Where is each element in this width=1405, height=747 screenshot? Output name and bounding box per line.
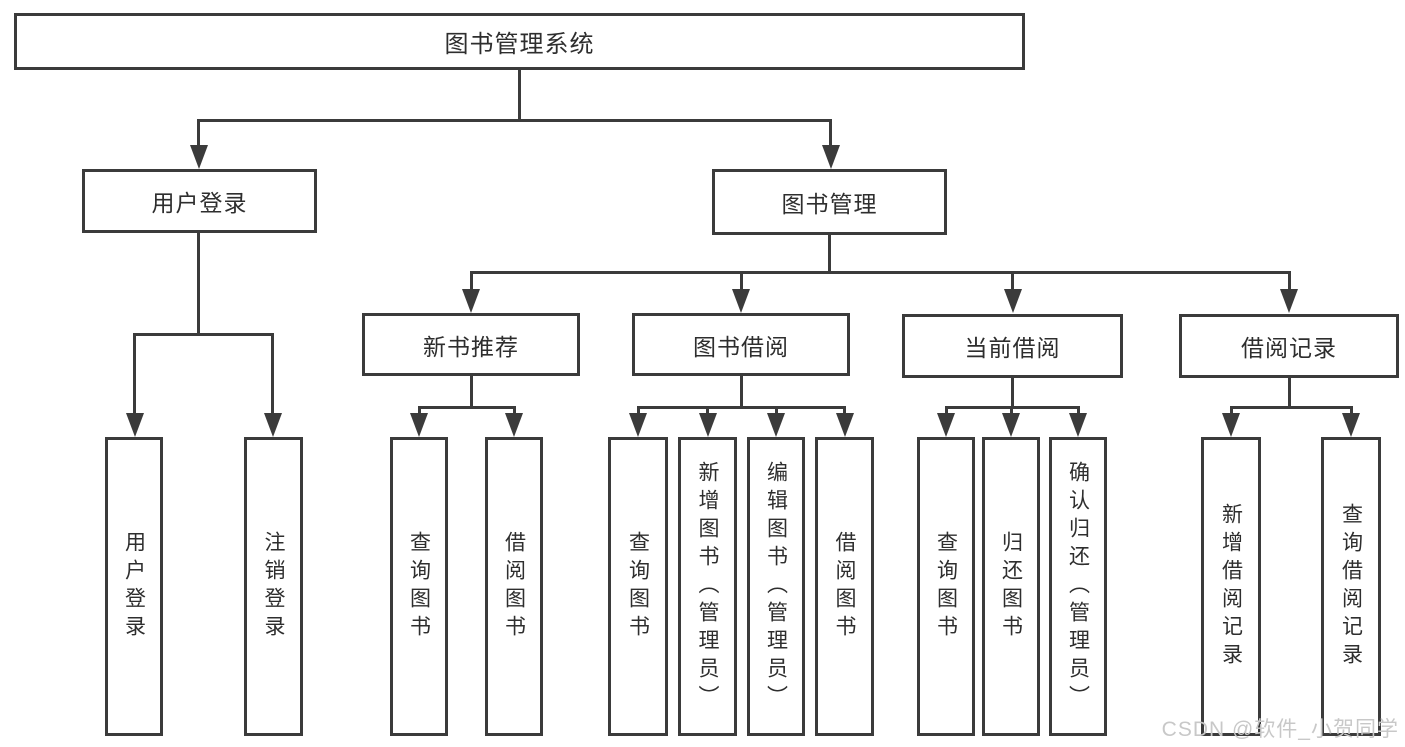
connector-line — [636, 406, 640, 416]
connector-line — [636, 406, 846, 409]
connector-line — [706, 406, 709, 416]
connector-line — [197, 119, 832, 122]
leaf-br-query-borrow-record-label: 查询借阅记录 — [1339, 502, 1363, 671]
arrow-down-icon — [1002, 413, 1020, 437]
leaf-br-add-borrow-record: 新增借阅记录 — [1201, 437, 1261, 736]
connector-line — [1287, 377, 1291, 408]
leaf-nb-borrow-books: 借阅图书 — [485, 437, 543, 736]
connector-line — [417, 406, 421, 416]
arrow-down-icon — [125, 413, 144, 437]
node-root: 图书管理系统 — [14, 13, 1025, 70]
connector-line — [829, 119, 832, 149]
node-current-borrow: 当前借阅 — [902, 314, 1123, 378]
connector-line — [417, 406, 516, 409]
connector-line — [1229, 406, 1353, 409]
leaf-bb-query-books: 查询图书 — [608, 437, 668, 736]
leaf-nb-query-books: 查询图书 — [390, 437, 448, 736]
connector-line — [1229, 406, 1233, 416]
leaf-bb-query-books-label: 查询图书 — [626, 530, 650, 643]
arrow-down-icon — [1342, 413, 1360, 437]
connector-line — [469, 375, 473, 408]
connector-line — [512, 406, 516, 416]
node-borrow-records: 借阅记录 — [1179, 314, 1399, 378]
arrow-down-icon — [732, 289, 750, 313]
connector-line — [470, 271, 1290, 274]
connector-line — [828, 234, 831, 273]
leaf-bb-borrow-books-label: 借阅图书 — [833, 530, 856, 643]
connector-line — [739, 271, 743, 293]
arrow-down-icon — [263, 413, 282, 437]
arrow-down-icon — [189, 145, 208, 169]
connector-line — [518, 68, 521, 121]
connector-line — [133, 333, 136, 415]
arrow-down-icon — [937, 413, 955, 437]
leaf-nb-borrow-books-label: 借阅图书 — [502, 530, 526, 643]
node-borrow-records-label: 借阅记录 — [1241, 335, 1337, 361]
leaf-user-login-label: 用户登录 — [122, 530, 146, 643]
node-book-borrow-label: 图书借阅 — [693, 333, 789, 360]
node-book-management-label: 图书管理 — [781, 191, 878, 217]
connector-line — [469, 271, 473, 293]
leaf-br-add-borrow-record-label: 新增借阅记录 — [1219, 502, 1243, 671]
node-new-books-label: 新书推荐 — [423, 333, 519, 360]
arrow-down-icon — [629, 413, 647, 437]
arrow-down-icon — [698, 413, 717, 437]
leaf-cb-confirm-return-admin-label: 确认归还（管理员） — [1066, 460, 1090, 713]
leaf-cb-query-books: 查询图书 — [917, 437, 975, 736]
leaf-bb-borrow-books: 借阅图书 — [815, 437, 874, 736]
watermark: CSDN @软件_小贺同学 — [1161, 718, 1399, 741]
node-book-management: 图书管理 — [712, 169, 947, 235]
leaf-logout-login-label: 注销登录 — [262, 530, 285, 643]
connector-line — [1010, 377, 1014, 408]
leaf-logout-login: 注销登录 — [244, 437, 303, 736]
connector-line — [1011, 271, 1014, 293]
arrow-down-icon — [462, 289, 480, 313]
connector-line — [271, 333, 274, 415]
leaf-bb-edit-books-admin-label: 编辑图书（管理员） — [764, 460, 788, 713]
node-new-books: 新书推荐 — [362, 313, 580, 376]
leaf-cb-return-books-label: 归还图书 — [999, 530, 1023, 643]
connector-line — [944, 406, 948, 416]
node-user-login-label: 用户登录 — [151, 190, 248, 216]
leaf-cb-return-books: 归还图书 — [982, 437, 1040, 736]
connector-line — [197, 119, 200, 149]
arrow-down-icon — [821, 145, 840, 169]
arrow-down-icon — [1222, 413, 1240, 437]
leaf-nb-query-books-label: 查询图书 — [407, 530, 431, 643]
node-current-borrow-label: 当前借阅 — [964, 335, 1061, 361]
connector-line — [1076, 406, 1080, 416]
arrow-down-icon — [835, 413, 854, 437]
arrow-down-icon — [1003, 289, 1022, 313]
leaf-bb-add-books-admin: 新增图书（管理员） — [678, 437, 737, 736]
arrow-down-icon — [1069, 413, 1087, 437]
arrow-down-icon — [1280, 289, 1298, 313]
arrow-down-icon — [410, 413, 428, 437]
connector-line — [774, 406, 778, 416]
connector-line — [739, 375, 743, 408]
connector-line — [1009, 406, 1013, 416]
arrow-down-icon — [767, 413, 785, 437]
connector-line — [1287, 271, 1291, 293]
leaf-cb-query-books-label: 查询图书 — [934, 530, 958, 643]
leaf-bb-add-books-admin-label: 新增图书（管理员） — [696, 460, 719, 713]
node-book-borrow: 图书借阅 — [632, 313, 850, 376]
leaf-br-query-borrow-record: 查询借阅记录 — [1321, 437, 1381, 736]
node-root-label: 图书管理系统 — [444, 31, 595, 58]
arrow-down-icon — [505, 413, 523, 437]
node-user-login: 用户登录 — [82, 169, 317, 233]
connector-line — [1349, 406, 1353, 416]
leaf-cb-confirm-return-admin: 确认归还（管理员） — [1049, 437, 1107, 736]
leaf-user-login: 用户登录 — [105, 437, 163, 736]
connector-line — [197, 232, 200, 336]
connector-line — [133, 333, 274, 336]
leaf-bb-edit-books-admin: 编辑图书（管理员） — [747, 437, 805, 736]
connector-line — [843, 406, 846, 416]
